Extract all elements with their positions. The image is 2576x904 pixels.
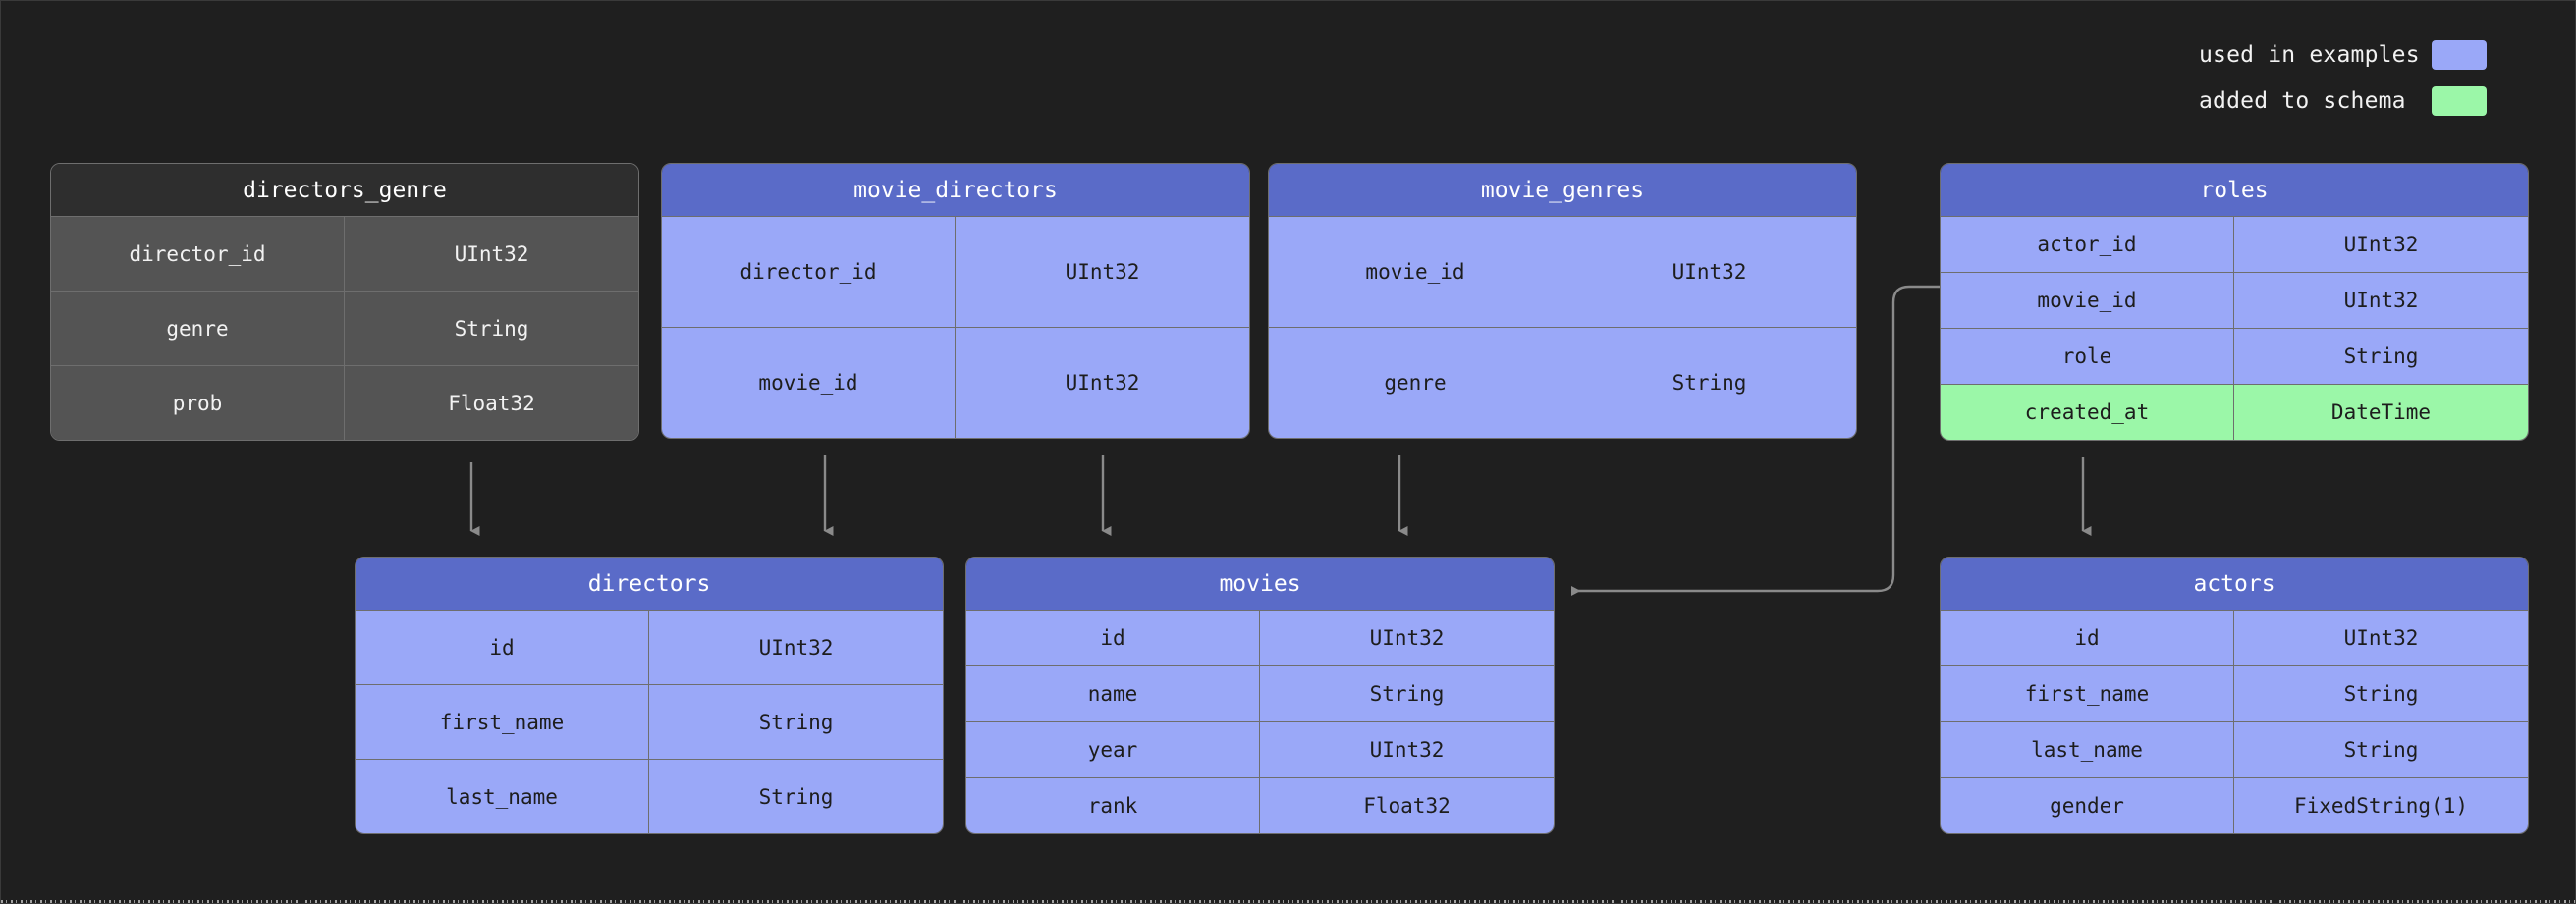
- table-directors-genre[interactable]: directors_genre director_id UInt32 genre…: [50, 163, 639, 441]
- table-row[interactable]: year UInt32: [966, 721, 1554, 777]
- column-type: UInt32: [758, 635, 834, 660]
- column-name: movie_id: [1941, 273, 2234, 328]
- column-type: Float32: [1363, 794, 1451, 818]
- column-name: gender: [1941, 778, 2234, 833]
- column-type: UInt32: [2343, 233, 2419, 256]
- column-type: String: [758, 784, 834, 809]
- column-name: director_id: [662, 217, 956, 327]
- column-name: year: [966, 722, 1260, 777]
- table-row[interactable]: id UInt32: [966, 610, 1554, 665]
- table-directors[interactable]: directors id UInt32 first_name String la…: [355, 557, 944, 834]
- column-type: DateTime: [2330, 400, 2432, 424]
- legend-item-used-in-examples: used in examples: [2199, 40, 2487, 70]
- column-type: UInt32: [1065, 371, 1140, 395]
- blue-swatch-icon: [2432, 40, 2487, 70]
- table-title: directors_genre: [51, 164, 638, 216]
- column-name: genre: [1269, 328, 1562, 438]
- table-row[interactable]: movie_id UInt32: [1269, 216, 1856, 327]
- column-type: String: [2343, 345, 2419, 368]
- column-type: String: [1369, 682, 1445, 706]
- green-swatch-icon: [2432, 86, 2487, 116]
- column-type: UInt32: [2343, 289, 2419, 312]
- column-name: first_name: [1941, 666, 2234, 721]
- column-name: id: [356, 611, 649, 684]
- column-name: actor_id: [1941, 217, 2234, 272]
- table-movie-directors[interactable]: movie_directors director_id UInt32 movie…: [661, 163, 1250, 439]
- page-bottom-edge-artifact: [1, 900, 2575, 903]
- column-name: last_name: [1941, 722, 2234, 777]
- column-name: created_at: [1941, 385, 2234, 440]
- table-movie-genres[interactable]: movie_genres movie_id UInt32 genre Strin…: [1268, 163, 1857, 439]
- column-type: UInt32: [1369, 626, 1445, 650]
- table-row[interactable]: last_name String: [1941, 721, 2528, 777]
- legend-item-added-to-schema: added to schema: [2199, 86, 2487, 116]
- table-roles[interactable]: roles actor_id UInt32 movie_id UInt32 ro…: [1940, 163, 2529, 441]
- table-title: roles: [1941, 164, 2528, 216]
- column-type: String: [2343, 738, 2419, 762]
- table-row[interactable]: role String: [1941, 328, 2528, 384]
- column-type: String: [454, 316, 529, 341]
- table-movies[interactable]: movies id UInt32 name String year UInt32…: [965, 557, 1555, 834]
- column-name: first_name: [356, 685, 649, 759]
- column-type: String: [1672, 371, 1747, 395]
- column-name: id: [1941, 611, 2234, 665]
- table-row[interactable]: genre String: [1269, 327, 1856, 438]
- column-type: FixedString(1): [2293, 794, 2468, 818]
- table-row[interactable]: first_name String: [1941, 665, 2528, 721]
- legend: used in examples added to schema: [2199, 40, 2487, 116]
- column-name: name: [966, 666, 1260, 721]
- column-name: movie_id: [662, 328, 956, 438]
- column-name: last_name: [356, 760, 649, 833]
- column-name: movie_id: [1269, 217, 1562, 327]
- column-type: UInt32: [2343, 626, 2419, 650]
- table-row-added[interactable]: created_at DateTime: [1941, 384, 2528, 440]
- table-row[interactable]: first_name String: [356, 684, 943, 759]
- table-row[interactable]: last_name String: [356, 759, 943, 833]
- column-type: UInt32: [1065, 260, 1140, 284]
- column-type: UInt32: [1369, 738, 1445, 762]
- column-name: director_id: [51, 217, 345, 291]
- column-name: prob: [51, 366, 345, 440]
- table-row[interactable]: movie_id UInt32: [1941, 272, 2528, 328]
- table-row[interactable]: actor_id UInt32: [1941, 216, 2528, 272]
- table-title: movies: [966, 558, 1554, 610]
- column-type: String: [758, 710, 834, 734]
- column-name: genre: [51, 292, 345, 365]
- legend-label-added-to-schema: added to schema: [2199, 88, 2406, 114]
- column-type: UInt32: [1672, 260, 1747, 284]
- table-row[interactable]: director_id UInt32: [662, 216, 1249, 327]
- table-title: movie_genres: [1269, 164, 1856, 216]
- table-row[interactable]: gender FixedString(1): [1941, 777, 2528, 833]
- column-type: UInt32: [454, 241, 529, 266]
- table-title: actors: [1941, 558, 2528, 610]
- table-row[interactable]: rank Float32: [966, 777, 1554, 833]
- table-row[interactable]: name String: [966, 665, 1554, 721]
- table-row[interactable]: id UInt32: [1941, 610, 2528, 665]
- table-row[interactable]: id UInt32: [356, 610, 943, 684]
- table-title: movie_directors: [662, 164, 1249, 216]
- legend-label-used-in-examples: used in examples: [2199, 42, 2420, 68]
- table-row[interactable]: director_id UInt32: [51, 216, 638, 291]
- table-row[interactable]: movie_id UInt32: [662, 327, 1249, 438]
- column-name: rank: [966, 778, 1260, 833]
- table-title: directors: [356, 558, 943, 610]
- table-row[interactable]: prob Float32: [51, 365, 638, 440]
- table-actors[interactable]: actors id UInt32 first_name String last_…: [1940, 557, 2529, 834]
- column-name: id: [966, 611, 1260, 665]
- table-row[interactable]: genre String: [51, 291, 638, 365]
- column-name: role: [1941, 329, 2234, 384]
- column-type: Float32: [448, 391, 535, 415]
- column-type: String: [2343, 682, 2419, 706]
